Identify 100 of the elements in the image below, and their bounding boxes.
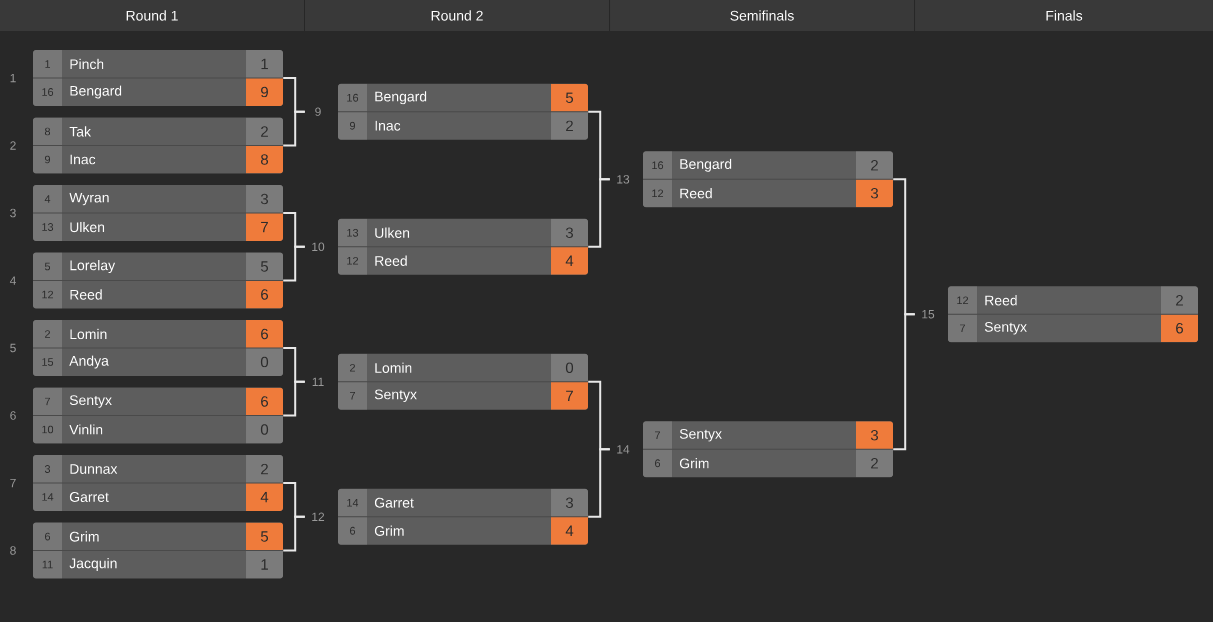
player-name: Lomin <box>70 328 107 340</box>
seed-cell: 11 <box>33 550 62 579</box>
player-name: Ulken <box>70 221 105 233</box>
player-name: Reed <box>985 295 1017 306</box>
match-number: 9 <box>315 107 321 116</box>
score-cell: 4 <box>246 483 283 511</box>
seed-cell: 16 <box>338 83 367 112</box>
score-cell: 3 <box>551 488 588 517</box>
score-cell: 8 <box>246 145 283 174</box>
match-number: 8 <box>10 546 16 555</box>
match-number: 7 <box>10 478 16 488</box>
seed-cell: 12 <box>948 286 977 315</box>
score-cell: 6 <box>246 320 283 348</box>
score-cell: 1 <box>246 50 283 78</box>
score-cell: 4 <box>551 246 588 275</box>
score-cell: 2 <box>246 455 283 483</box>
player-name: Sentyx <box>374 389 417 403</box>
player-name: Sentyx <box>69 395 112 408</box>
score-cell: 3 <box>856 179 893 208</box>
score-cell: 2 <box>856 151 893 180</box>
match-number: 5 <box>10 343 16 353</box>
score-cell: 5 <box>551 83 588 112</box>
seed-cell: 15 <box>33 348 62 376</box>
seed-cell: 1 <box>33 50 62 78</box>
bracket-line <box>892 313 916 451</box>
player-name: Vinlin <box>69 424 103 435</box>
score-cell: 0 <box>551 353 588 382</box>
match-number: 2 <box>10 141 16 150</box>
player-name: Reed <box>70 289 102 300</box>
score-cell: 0 <box>246 415 283 444</box>
seed-cell: 13 <box>33 213 62 241</box>
bracket-line <box>282 515 306 552</box>
player-name: Bengard <box>680 158 732 172</box>
player-name: Bengard <box>70 85 122 99</box>
player-name: Sentyx <box>984 321 1027 335</box>
seed-cell: 6 <box>33 522 62 551</box>
seed-cell: 12 <box>643 179 672 208</box>
seed-cell: 12 <box>338 246 367 275</box>
seed-cell: 7 <box>643 421 672 450</box>
player-name: Ulken <box>375 227 410 238</box>
seed-cell: 16 <box>643 151 672 180</box>
seed-cell: 9 <box>33 145 62 174</box>
column-header: Round 2 <box>305 0 609 31</box>
match-number: 11 <box>312 377 324 386</box>
score-cell: 2 <box>1161 286 1198 315</box>
seed-cell: 12 <box>33 280 62 309</box>
seed-cell: 7 <box>338 381 367 410</box>
seed-cell: 6 <box>643 449 672 478</box>
bracket-line <box>282 110 306 147</box>
player-name: Reed <box>375 255 407 266</box>
seed-cell: 7 <box>948 314 977 343</box>
player-name: Lorelay <box>70 260 116 274</box>
column-header: Round 1 <box>0 0 304 31</box>
seed-cell: 14 <box>33 483 62 511</box>
seed-cell: 8 <box>33 117 62 146</box>
player-name: Bengard <box>375 91 427 105</box>
seed-cell: 2 <box>338 353 367 382</box>
seed-cell: 9 <box>338 111 367 140</box>
match-number: 13 <box>617 175 630 184</box>
match-number: 3 <box>10 208 16 218</box>
player-name: Tak <box>69 126 92 137</box>
player-name: Grim <box>679 458 709 469</box>
match-number: 14 <box>617 445 630 454</box>
player-name: Dunnax <box>70 464 118 474</box>
player-name: Reed <box>680 188 712 199</box>
score-cell: 6 <box>246 387 283 416</box>
player-name: Wyran <box>69 192 109 206</box>
score-cell: 2 <box>551 111 588 140</box>
player-name: Pinch <box>70 58 104 70</box>
match-number: 15 <box>922 310 935 319</box>
match-number: 10 <box>312 242 325 251</box>
score-cell: 5 <box>246 252 283 281</box>
score-cell: 3 <box>856 421 893 450</box>
player-name: Inac <box>375 120 401 131</box>
seed-cell: 4 <box>33 185 62 213</box>
match-number: 4 <box>9 276 16 285</box>
score-cell: 6 <box>246 280 283 309</box>
player-name: Garret <box>69 492 109 502</box>
score-cell: 0 <box>246 348 283 376</box>
score-cell: 9 <box>246 78 283 106</box>
column-header: Semifinals <box>610 0 914 31</box>
score-cell: 7 <box>551 381 588 410</box>
player-name: Grim <box>69 531 99 542</box>
bracket-line <box>282 380 306 417</box>
match-number: 6 <box>10 411 16 420</box>
score-cell: 2 <box>856 449 893 478</box>
seed-cell: 10 <box>33 415 62 444</box>
player-name: Inac <box>70 154 96 165</box>
seed-cell: 5 <box>33 252 62 281</box>
seed-cell: 2 <box>33 320 62 348</box>
score-cell: 1 <box>246 550 283 579</box>
score-cell: 6 <box>1161 314 1198 343</box>
player-name: Sentyx <box>679 428 722 442</box>
seed-cell: 3 <box>33 455 62 483</box>
bracket-line <box>587 178 611 248</box>
player-name: Lomin <box>375 362 412 373</box>
match-number: 12 <box>312 512 325 521</box>
bracket-line <box>587 448 611 518</box>
seed-cell: 7 <box>33 387 62 416</box>
player-name: Andya <box>69 355 109 369</box>
